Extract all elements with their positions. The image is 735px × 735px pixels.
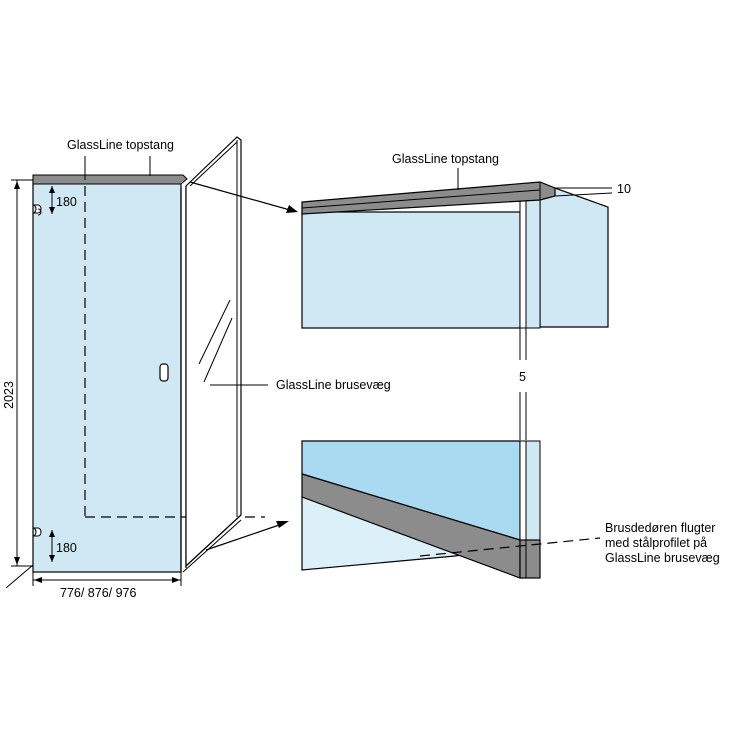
note-line-2: med stålprofilet på — [605, 536, 707, 550]
detail-arrow-bottom — [205, 523, 283, 551]
topbar-left-label: GlassLine topstang — [67, 138, 174, 152]
top-offset-label: 180 — [56, 195, 77, 209]
topbar-right-label: GlassLine topstang — [392, 152, 499, 166]
detail-top-door-glass — [301, 211, 521, 329]
width-dimension-label: 776/ 876/ 976 — [60, 586, 137, 600]
glass-door-panel — [32, 178, 182, 573]
bottom-offset-label: 180 — [56, 541, 77, 555]
note-line-3: GlassLine brusevæg — [605, 551, 720, 565]
wall-label: GlassLine brusevæg — [276, 378, 391, 392]
detail-top-wall-glass — [539, 187, 609, 328]
alignment-dashed-line — [419, 537, 601, 557]
detail-arrow-top — [189, 181, 291, 211]
hinge-notch-top — [32, 204, 42, 216]
shower-wall-panel — [185, 136, 242, 568]
top-bar-left — [32, 174, 188, 185]
hinge-notch-bottom — [32, 527, 42, 537]
height-dimension-label: 2023 — [2, 381, 16, 409]
door-handle — [159, 363, 169, 382]
gap-side-label: 5 — [519, 370, 526, 384]
gap-top-label: 10 — [617, 182, 631, 196]
note-line-1: Brusdedøren flugter — [605, 521, 715, 535]
